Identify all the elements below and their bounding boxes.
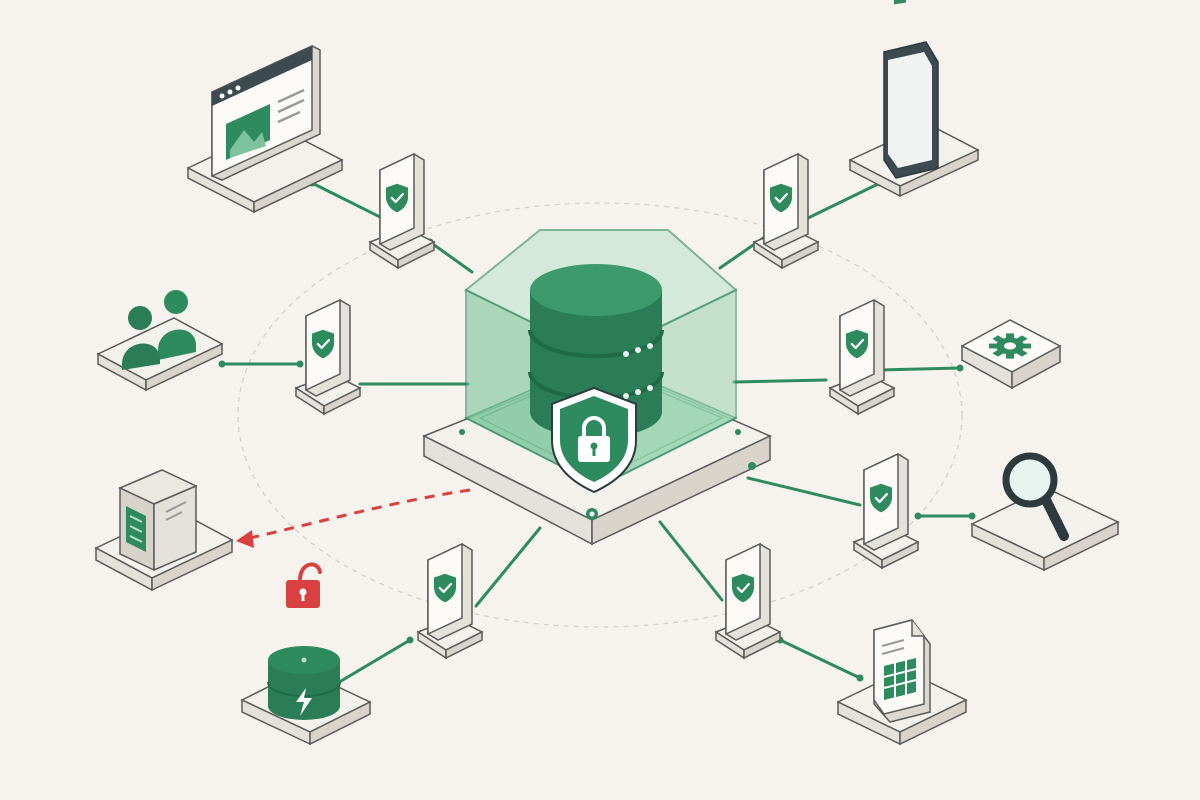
node-cache-database[interactable] bbox=[240, 646, 372, 746]
secure-database-hub[interactable] bbox=[422, 229, 772, 546]
orbit-ring bbox=[237, 202, 963, 628]
checkpoint-users bbox=[296, 300, 360, 414]
connection-search bbox=[746, 476, 974, 518]
node-settings[interactable] bbox=[960, 319, 1062, 390]
padlock-open-icon bbox=[286, 562, 322, 608]
spreadsheet-file-icon bbox=[873, 619, 931, 723]
checkpoint-cache-database bbox=[418, 544, 482, 658]
server-tower-icon bbox=[118, 469, 198, 572]
magnifier-icon bbox=[1002, 452, 1069, 541]
checkpoint-settings bbox=[830, 300, 894, 414]
node-search[interactable] bbox=[970, 452, 1120, 572]
insecure-connection bbox=[236, 488, 471, 548]
connection-spreadsheet bbox=[658, 520, 862, 680]
checkpoint-web-browser bbox=[370, 154, 434, 268]
connection-settings bbox=[732, 366, 962, 384]
insecure-padlock bbox=[286, 562, 322, 608]
node-mobile-phone[interactable] bbox=[848, 0, 980, 198]
arrow-head-icon bbox=[236, 530, 254, 548]
connections bbox=[220, 181, 974, 686]
smartphone-icon bbox=[883, 0, 939, 179]
gear-icon bbox=[989, 333, 1031, 359]
padlock-closed-icon bbox=[578, 416, 610, 462]
checkpoint-spreadsheet bbox=[716, 544, 780, 658]
node-users[interactable] bbox=[96, 290, 224, 392]
browser-window-icon bbox=[211, 44, 321, 181]
connection-users bbox=[220, 362, 470, 386]
checkpoint-mobile-phone bbox=[754, 154, 818, 268]
users-icon bbox=[122, 290, 196, 370]
shield-icon bbox=[551, 386, 637, 494]
checkpoint-search bbox=[854, 454, 918, 568]
node-spreadsheet[interactable] bbox=[836, 619, 968, 746]
connection-cache-database bbox=[334, 526, 542, 686]
node-server[interactable] bbox=[94, 469, 234, 592]
node-web-browser[interactable] bbox=[186, 44, 344, 214]
database-bolt-icon bbox=[267, 646, 341, 720]
